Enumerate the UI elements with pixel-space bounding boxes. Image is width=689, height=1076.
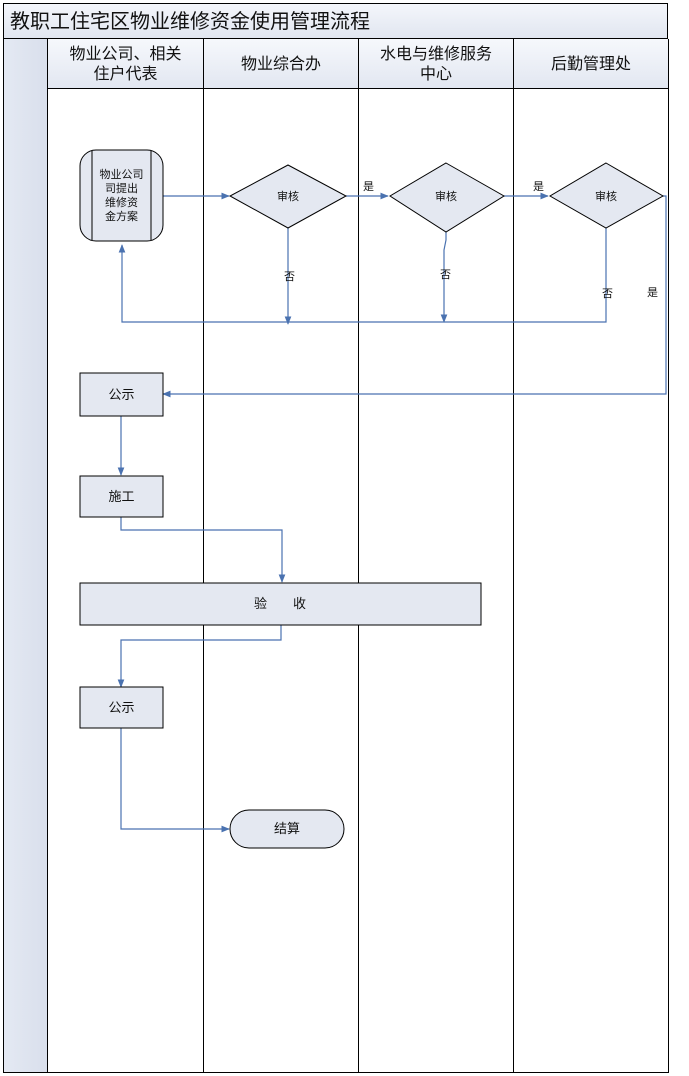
- edge-publicize2-settle: [120, 728, 230, 833]
- lane-header-line: 后勤管理处: [550, 53, 631, 73]
- lane-header-line: 水电与维修服务: [379, 43, 492, 63]
- node-publicize2-label: 公示: [108, 701, 134, 716]
- node-accept-label: 验 收: [254, 596, 306, 612]
- node-settle-label: 结算: [274, 822, 300, 837]
- node-proposal-line: 金方案: [105, 209, 138, 223]
- edge-review3-no: [118, 228, 607, 323]
- node-proposal-line: 维修资: [105, 195, 138, 209]
- lane-body-logistics: [514, 89, 669, 1073]
- edge-label-no2: 否: [440, 268, 451, 281]
- edge-label-yes1: 是: [363, 180, 374, 193]
- node-settle: 结算: [229, 809, 345, 849]
- edge-accept-publicize2: [117, 625, 282, 688]
- lane-header-line: 住户代表: [93, 63, 158, 83]
- edge-review2-no: [440, 232, 448, 323]
- lane-header-property: 物业公司、相关住户代表: [48, 39, 204, 89]
- lane-header-office: 物业综合办: [204, 39, 359, 89]
- edge-label-no1: 否: [284, 270, 295, 283]
- node-construct: 施工: [79, 475, 164, 518]
- lane-header-line: 中心: [419, 63, 452, 83]
- lane-header-maintenance: 水电与维修服务中心: [359, 39, 514, 89]
- node-review3-label: 审核: [595, 189, 617, 203]
- edge-label-yes2: 是: [533, 180, 544, 193]
- node-review2-label: 审核: [435, 189, 457, 203]
- lane-header-line: 物业公司、相关: [69, 43, 182, 63]
- page-title: 教职工住宅区物业维修资金使用管理流程: [3, 3, 668, 39]
- side-strip: [3, 39, 48, 1073]
- lane-body-property: [48, 89, 204, 1073]
- edge-label-yes3: 是: [647, 286, 658, 299]
- edge-label-no3: 否: [602, 287, 613, 300]
- edge-review3-yes: [162, 195, 667, 398]
- node-review3: 审核: [549, 162, 665, 229]
- edge-construct-accept: [120, 517, 286, 583]
- node-review2: 审核: [389, 162, 505, 233]
- node-review1: 审核: [228, 164, 348, 229]
- node-accept: 验 收: [79, 582, 482, 626]
- node-proposal-line: 司提出: [105, 181, 138, 195]
- node-publicize1-label: 公示: [108, 388, 134, 403]
- node-publicize1: 公示: [79, 372, 164, 417]
- lane-body-maintenance: [359, 89, 514, 1073]
- lane-header-logistics: 后勤管理处: [514, 39, 669, 89]
- lane-header-line: 物业综合办: [240, 53, 321, 73]
- node-proposal: 物业公司 司提出 维修资 金方案: [79, 149, 164, 242]
- node-publicize2: 公示: [79, 686, 164, 729]
- node-proposal-line: 物业公司: [100, 167, 144, 181]
- node-review1-label: 审核: [277, 189, 299, 203]
- node-construct-label: 施工: [108, 490, 134, 505]
